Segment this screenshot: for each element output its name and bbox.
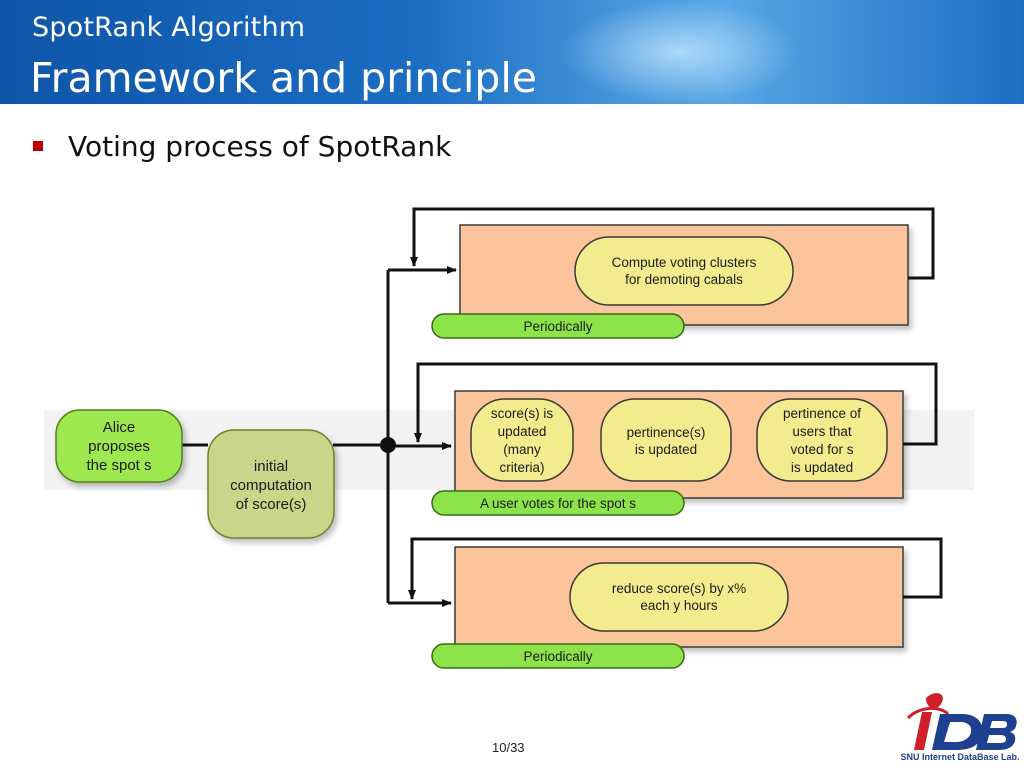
- trigger-label: A user votes for the spot s: [480, 496, 636, 511]
- process-line: users that: [792, 424, 852, 439]
- page-number: 10/33: [492, 740, 525, 755]
- process-compute-clusters: [574, 236, 794, 306]
- start-node-alice: [55, 409, 183, 483]
- middle-feedback-loop: [414, 362, 938, 446]
- process-user-pertinence-updated: [756, 398, 888, 482]
- process-reduce-score: [569, 562, 789, 632]
- process-line: updated: [498, 424, 547, 439]
- process-line: (many: [503, 442, 541, 457]
- process-pertinence-updated: [600, 398, 732, 482]
- logo-caption: SNU Internet DataBase Lab.: [900, 752, 1020, 762]
- initial-node-line: computation: [230, 477, 312, 494]
- trigger-user-votes: [431, 490, 685, 516]
- slide-title: Framework and principle: [30, 54, 537, 102]
- trigger-label: Periodically: [523, 319, 592, 334]
- start-node-line: Alice: [103, 419, 136, 436]
- start-node-line: the spot s: [86, 457, 151, 474]
- process-line: criteria): [499, 460, 544, 475]
- bullet-text: Voting process of SpotRank: [68, 130, 452, 163]
- process-line: pertinence of: [783, 406, 861, 421]
- process-line: pertinence(s): [627, 425, 706, 440]
- process-line: Compute voting clusters: [612, 255, 757, 270]
- process-line: is updated: [635, 442, 697, 457]
- initial-node-line: of score(s): [236, 496, 307, 513]
- junction-node: [380, 437, 396, 453]
- process-line: reduce score(s) by x%: [612, 581, 746, 596]
- banner-highlight: [560, 0, 800, 104]
- process-line: score(s) is: [491, 406, 554, 421]
- process-line: for demoting cabals: [625, 272, 743, 287]
- slide-subtitle: SpotRank Algorithm: [32, 12, 306, 43]
- title-banner: [0, 0, 1024, 104]
- bottom-feedback-loop: [408, 537, 943, 600]
- trigger-periodically-top: [431, 313, 685, 339]
- initial-node-line: initial: [254, 458, 288, 475]
- process-line: is updated: [791, 460, 853, 475]
- idb-logo-icon: [906, 693, 1017, 750]
- top-feedback-loop: [410, 207, 935, 280]
- bullet-square-icon: [33, 141, 43, 151]
- trigger-periodically-bottom: [431, 643, 685, 669]
- process-score-updated: [470, 398, 574, 482]
- process-line: voted for s: [790, 442, 853, 457]
- start-node-line: proposes: [88, 438, 150, 455]
- initial-computation-node: [207, 429, 335, 539]
- process-line: each y hours: [640, 598, 718, 613]
- trigger-label: Periodically: [523, 649, 592, 664]
